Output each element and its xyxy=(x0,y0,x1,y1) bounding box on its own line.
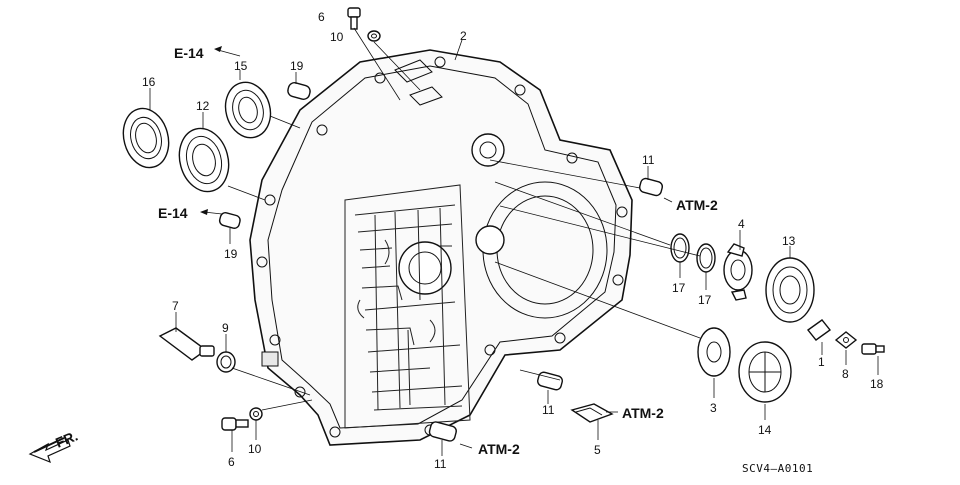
dowel-pin-19-lower xyxy=(218,212,241,229)
callout: 10 xyxy=(248,442,262,456)
thrust-washer-3 xyxy=(697,327,731,377)
front-direction-arrow xyxy=(28,437,71,464)
reference-atm2-bottom[interactable]: ATM-2 xyxy=(478,441,520,457)
callout: 15 xyxy=(234,59,248,73)
roller-bearing-14 xyxy=(738,341,792,403)
bearing-15 xyxy=(224,81,272,139)
reference-atm2-middle[interactable]: ATM-2 xyxy=(622,405,664,421)
callout: 18 xyxy=(870,377,884,391)
callout: 17 xyxy=(672,281,686,295)
callout: 8 xyxy=(842,367,849,381)
bearing-12 xyxy=(178,127,230,193)
reference-arrows xyxy=(200,46,673,449)
oil-seal-16 xyxy=(122,107,170,169)
bracket-8 xyxy=(834,331,858,349)
leader-lines xyxy=(149,27,879,456)
washer-10-bottom xyxy=(249,407,263,421)
bolt-6-top xyxy=(347,7,361,30)
bearing-13 xyxy=(765,257,815,323)
reference-atm2-right[interactable]: ATM-2 xyxy=(676,197,718,213)
callout: 1 xyxy=(818,355,825,369)
filter-5 xyxy=(570,403,614,423)
plate-1 xyxy=(806,319,832,341)
callout: 17 xyxy=(698,293,712,307)
callout: 4 xyxy=(738,217,745,231)
bolt-6-bottom xyxy=(221,417,249,431)
reference-labels: E-14 E-14 ATM-2 ATM-2 ATM-2 xyxy=(158,45,718,457)
dowel-pin-19-upper xyxy=(287,82,311,100)
transmission-case xyxy=(249,49,633,446)
callout: 6 xyxy=(318,10,325,24)
o-ring-9 xyxy=(216,351,236,373)
callout: 19 xyxy=(224,247,238,261)
reference-e14-lower[interactable]: E-14 xyxy=(158,205,188,221)
dowel-pin-11-right xyxy=(638,177,664,197)
callout: 7 xyxy=(172,299,179,313)
callout: 19 xyxy=(290,59,304,73)
reference-e14-upper[interactable]: E-14 xyxy=(174,45,204,61)
callout: 2 xyxy=(460,29,467,43)
callout: 12 xyxy=(196,99,210,113)
oil-guide-4 xyxy=(723,243,753,301)
callout-labels: 6 10 2 15 19 16 12 11 19 4 13 17 17 7 9 … xyxy=(142,10,884,471)
callout: 9 xyxy=(222,321,229,335)
sensor-7 xyxy=(158,327,215,361)
callout: 3 xyxy=(710,401,717,415)
valve-body-passages xyxy=(344,184,471,429)
dowel-pin-11-middle xyxy=(537,371,563,391)
callout: 14 xyxy=(758,423,772,437)
callout: 6 xyxy=(228,455,235,469)
washer-10-top xyxy=(367,30,381,42)
front-label: FR. xyxy=(53,427,80,450)
callout: 11 xyxy=(434,457,447,471)
callout: 10 xyxy=(330,30,344,44)
diagram-code: SCV4–A0101 xyxy=(742,462,813,475)
callout: 5 xyxy=(594,443,601,457)
callout: 13 xyxy=(782,234,796,248)
dowel-pin-11-bottom xyxy=(428,421,457,442)
callout: 11 xyxy=(642,153,655,167)
callout: 16 xyxy=(142,75,156,89)
bolt-18 xyxy=(861,343,885,355)
callout: 11 xyxy=(542,403,555,417)
